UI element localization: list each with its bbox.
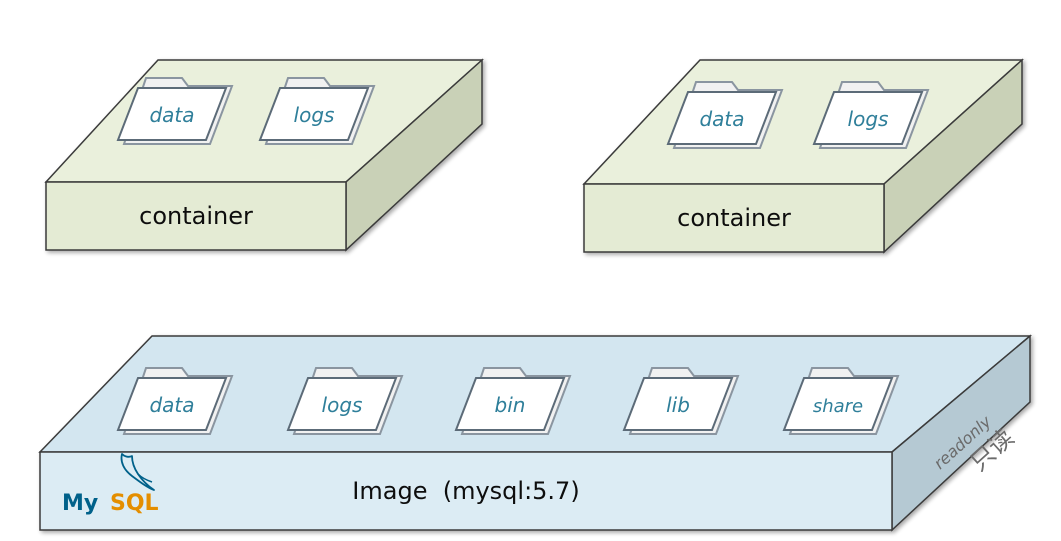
folder-label: share bbox=[813, 396, 863, 417]
folder-icon: share bbox=[782, 367, 900, 435]
image-folders: data logs bin lib share bbox=[116, 367, 900, 435]
folder-label: data bbox=[149, 393, 194, 417]
folder-label: logs bbox=[294, 103, 335, 127]
container-1-label: container bbox=[139, 202, 253, 230]
folder-icon: bin bbox=[454, 367, 572, 435]
folder-label: logs bbox=[848, 107, 889, 131]
container-box-1: container bbox=[44, 58, 484, 252]
folder-icon: data bbox=[116, 77, 234, 145]
container-1-folders: data logs bbox=[116, 77, 376, 145]
dolphin-icon bbox=[120, 453, 155, 491]
logo-my-text: My bbox=[62, 491, 98, 516]
image-front bbox=[39, 451, 893, 531]
folder-icon: data bbox=[666, 81, 784, 149]
folder-icon: logs bbox=[258, 77, 376, 145]
folder-icon: lib bbox=[622, 367, 740, 435]
folder-label: lib bbox=[666, 393, 690, 417]
folder-icon: logs bbox=[812, 81, 930, 149]
container-2-folders: data logs bbox=[666, 81, 930, 149]
folder-label: logs bbox=[322, 393, 363, 417]
logo-sql-text: SQL bbox=[110, 491, 159, 516]
folder-label: data bbox=[149, 103, 194, 127]
folder-icon: logs bbox=[286, 367, 404, 435]
image-label: Image (mysql:5.7) bbox=[352, 477, 579, 505]
container-2-front bbox=[583, 183, 885, 253]
mysql-logo: My SQL bbox=[62, 453, 159, 516]
folder-icon: data bbox=[116, 367, 234, 435]
container-1-front bbox=[45, 181, 347, 251]
folder-label: bin bbox=[495, 393, 526, 417]
container-2-label: container bbox=[677, 204, 791, 232]
folder-label: data bbox=[699, 107, 744, 131]
container-box-2: container bbox=[582, 58, 1024, 254]
